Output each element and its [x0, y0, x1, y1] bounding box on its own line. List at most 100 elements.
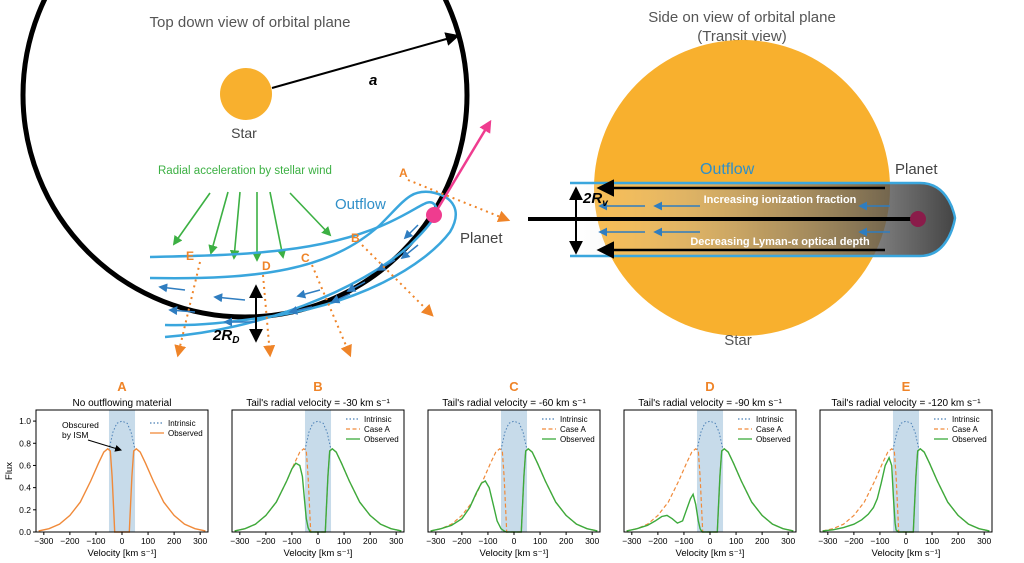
- x-tick-label: 300: [585, 536, 599, 546]
- x-axis-label: Velocity [km s⁻¹]: [480, 548, 549, 559]
- spectrum-panel-E: E Tail's radial velocity = -120 km s⁻¹ −30…: [818, 379, 993, 559]
- y-tick-label: 0.4: [19, 483, 31, 493]
- side-view-title-1: Side on view of orbital plane: [648, 9, 836, 26]
- x-tick-label: 100: [533, 536, 547, 546]
- star-label-side: Star: [724, 332, 752, 349]
- ism-band: [892, 410, 920, 532]
- semi-major-axis-label: a: [369, 72, 377, 89]
- outflow-outline-side: [570, 181, 957, 258]
- orbit-circle: [20, 0, 470, 320]
- y-tick-label: 0.2: [19, 505, 31, 515]
- outflow-label-top: Outflow: [335, 196, 386, 213]
- star-label-top: Star: [231, 125, 257, 141]
- planet-side: [910, 211, 926, 227]
- top-view-title: Top down view of orbital plane: [150, 14, 351, 31]
- panel-title: Tail's radial velocity = -90 km s⁻¹: [638, 398, 782, 409]
- x-tick-label: 100: [337, 536, 351, 546]
- legend-entry: Case A: [952, 425, 978, 434]
- vertical-width-label: 2Rv: [582, 190, 609, 209]
- series-line-intrinsic: [500, 420, 528, 451]
- series-line-intrinsic: [304, 420, 332, 451]
- ism-annotation: Obscured: [62, 420, 99, 430]
- x-tick-label: −300: [34, 536, 53, 546]
- legend-entry: Case A: [364, 425, 390, 434]
- y-tick-label: 1.0: [19, 416, 31, 426]
- series-line-observed: [626, 447, 794, 533]
- x-tick-label: −200: [452, 536, 471, 546]
- series-line-intrinsic: [696, 420, 724, 451]
- x-tick-label: −100: [86, 536, 105, 546]
- top-down-view: Top down view of orbital plane Star a Ra…: [20, 0, 511, 358]
- x-tick-label: 100: [925, 536, 939, 546]
- ionization-label: Increasing ionization fraction: [704, 194, 857, 206]
- semi-major-axis-arrow: [271, 32, 460, 89]
- cut-label-D: D: [262, 259, 271, 273]
- planet-label-side: Planet: [895, 161, 938, 178]
- x-tick-label: 0: [904, 536, 909, 546]
- x-tick-label: 300: [389, 536, 403, 546]
- legend-entry: Intrinsic: [560, 415, 588, 424]
- x-tick-label: −300: [818, 536, 837, 546]
- tail-width-label: 2RD: [212, 327, 239, 346]
- panel-letter: E: [902, 379, 911, 394]
- x-tick-label: −100: [478, 536, 497, 546]
- y-tick-label: 0.6: [19, 460, 31, 470]
- ism-annotation: by ISM: [62, 430, 88, 440]
- x-tick-label: 100: [729, 536, 743, 546]
- x-tick-label: 0: [316, 536, 321, 546]
- panel-title: Tail's radial velocity = -30 km s⁻¹: [246, 398, 390, 409]
- spectrum-panel-D: D Tail's radial velocity = -90 km s⁻¹ −300…: [622, 379, 797, 559]
- x-tick-label: 200: [559, 536, 573, 546]
- ism-band: [108, 410, 136, 532]
- y-axis-label: Flux: [4, 462, 15, 480]
- x-tick-label: 300: [977, 536, 991, 546]
- x-tick-label: −200: [648, 536, 667, 546]
- legend-entry: Observed: [756, 435, 791, 444]
- legend-entry: Intrinsic: [756, 415, 784, 424]
- x-tick-label: −300: [426, 536, 445, 546]
- x-axis-label: Velocity [km s⁻¹]: [88, 548, 157, 559]
- x-tick-label: 200: [755, 536, 769, 546]
- x-axis-label: Velocity [km s⁻¹]: [284, 548, 353, 559]
- x-axis-label: Velocity [km s⁻¹]: [872, 548, 941, 559]
- planet-velocity-arrow: [432, 119, 492, 216]
- x-tick-label: −200: [60, 536, 79, 546]
- x-tick-label: 200: [951, 536, 965, 546]
- side-on-view: Side on view of orbital plane (Transit v…: [528, 9, 957, 349]
- legend-entry: Observed: [560, 435, 595, 444]
- x-tick-label: 300: [781, 536, 795, 546]
- legend-entry: Intrinsic: [168, 419, 196, 428]
- depth-label: Decreasing Lyman-α optical depth: [690, 236, 870, 248]
- panel-title: Tail's radial velocity = -60 km s⁻¹: [442, 398, 586, 409]
- outflow-label-side: Outflow: [700, 161, 755, 178]
- x-tick-label: −100: [674, 536, 693, 546]
- x-tick-label: −100: [870, 536, 889, 546]
- outflow-arrows-side: [598, 201, 890, 237]
- legend-entry: Case A: [560, 425, 586, 434]
- cut-label-C: C: [301, 251, 310, 265]
- legend-entry: Intrinsic: [952, 415, 980, 424]
- y-tick-label: 0.0: [19, 527, 31, 537]
- x-tick-label: −300: [622, 536, 641, 546]
- x-tick-label: 0: [512, 536, 517, 546]
- x-tick-label: 100: [141, 536, 155, 546]
- legend-entry: Observed: [168, 429, 203, 438]
- ism-band: [500, 410, 528, 532]
- ism-band: [696, 410, 724, 532]
- ism-annotation-arrow: [87, 439, 123, 452]
- star-top: [220, 68, 272, 120]
- x-tick-label: 300: [193, 536, 207, 546]
- panel-letter: D: [705, 379, 714, 394]
- panel-title: Tail's radial velocity = -120 km s⁻¹: [831, 398, 981, 409]
- x-tick-label: −200: [844, 536, 863, 546]
- series-line-intrinsic: [108, 420, 136, 451]
- x-tick-label: −200: [256, 536, 275, 546]
- legend-entry: Observed: [952, 435, 987, 444]
- x-tick-label: 200: [363, 536, 377, 546]
- legend-entry: Observed: [364, 435, 399, 444]
- cut-label-E: E: [186, 249, 194, 263]
